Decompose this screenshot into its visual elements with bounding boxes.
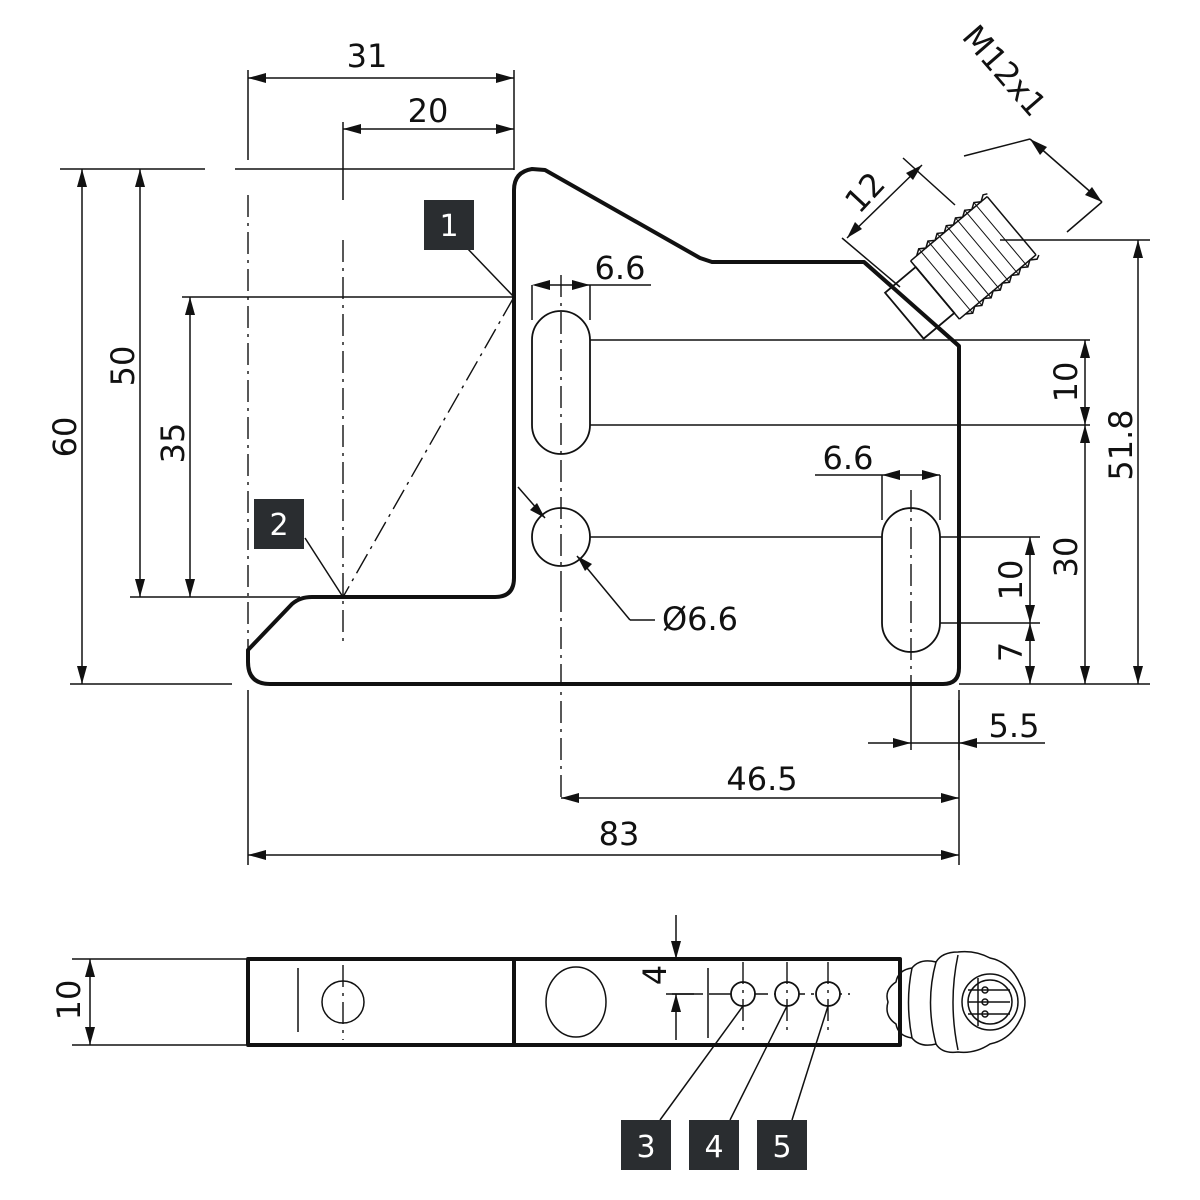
dim-50: 50 — [104, 346, 142, 387]
dim-slot-width-top: 6.6 — [595, 249, 646, 287]
front-view: 31 20 60 50 35 6.6 6.6 Ø6.6 10 51.8 30 1… — [46, 18, 1150, 865]
dim-20: 20 — [408, 92, 449, 130]
svg-text:3: 3 — [636, 1130, 655, 1165]
led-window — [545, 966, 607, 1038]
callout-5: 5 — [757, 1120, 807, 1170]
dim-30: 30 — [1047, 537, 1085, 578]
dim-led-offset-4: 4 — [636, 965, 674, 985]
sensor-body-outline — [246, 167, 961, 686]
dim-connector-12: 12 — [837, 165, 893, 221]
dim-31: 31 — [347, 37, 388, 75]
dim-51-8: 51.8 — [1102, 409, 1140, 480]
dim-46-5: 46.5 — [726, 760, 797, 798]
svg-text:5: 5 — [772, 1130, 791, 1165]
svg-text:2: 2 — [269, 508, 288, 543]
dim-slot-width-right: 6.6 — [823, 439, 874, 477]
callout-3: 3 — [621, 1120, 671, 1170]
dim-83: 83 — [599, 815, 640, 853]
dim-60: 60 — [46, 417, 84, 458]
m12-connector-front — [883, 193, 1040, 340]
dim-slot-length-right: 10 — [992, 560, 1030, 601]
dim-m12x1: M12x1 — [955, 18, 1054, 124]
dim-hole-diameter: Ø6.6 — [662, 600, 738, 638]
dim-35: 35 — [154, 423, 192, 464]
svg-text:4: 4 — [704, 1130, 723, 1165]
dim-7: 7 — [992, 642, 1030, 662]
callout-1: 1 — [424, 200, 474, 250]
side-view: 10 4 3 4 5 — [50, 915, 1026, 1170]
callout-2: 2 — [254, 499, 304, 549]
dim-slot-length-top: 10 — [1047, 362, 1085, 403]
side-body — [246, 957, 902, 1047]
callout-4: 4 — [689, 1120, 739, 1170]
dim-thickness-10: 10 — [50, 980, 88, 1021]
dim-5-5: 5.5 — [989, 707, 1040, 745]
m12-connector-end — [886, 950, 1026, 1054]
svg-text:1: 1 — [439, 209, 458, 244]
